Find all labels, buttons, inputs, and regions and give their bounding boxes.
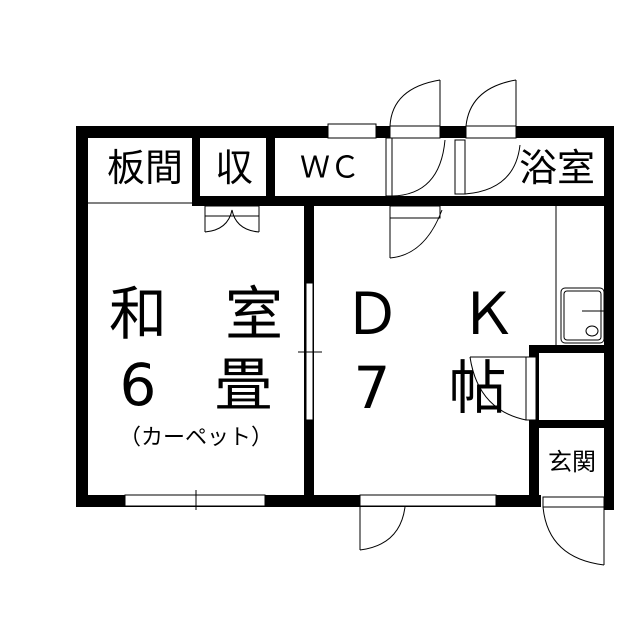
bath-door[interactable] [454, 79, 521, 195]
washitsu-window [124, 494, 266, 507]
room-label-bath: 浴室 [519, 146, 595, 190]
wc-window [327, 123, 377, 139]
room-label-dk: Ｄ Ｋ [343, 280, 517, 348]
room-label-washitsu: 和 室 [109, 280, 283, 348]
dk-door-top[interactable] [389, 205, 443, 259]
room-size-washitsu: 6 畳 [120, 351, 273, 419]
room-label-wc: ＷＣ [300, 151, 360, 186]
room-label-itama: 板間 [107, 146, 183, 190]
room-label-storage: 収 [215, 146, 253, 190]
wc-door[interactable] [385, 79, 446, 197]
dk-door-bottom[interactable] [359, 506, 406, 551]
sink-icon [560, 287, 605, 344]
front-door[interactable] [542, 496, 605, 566]
room-note-carpet: （カーペット） [119, 426, 273, 451]
room-size-dk: 7 帖 [354, 354, 507, 422]
entrance-inner-door[interactable] [469, 356, 537, 421]
dk-window [359, 494, 497, 507]
storage-door[interactable] [204, 205, 260, 233]
room-label-entrance: 玄関 [548, 448, 596, 476]
